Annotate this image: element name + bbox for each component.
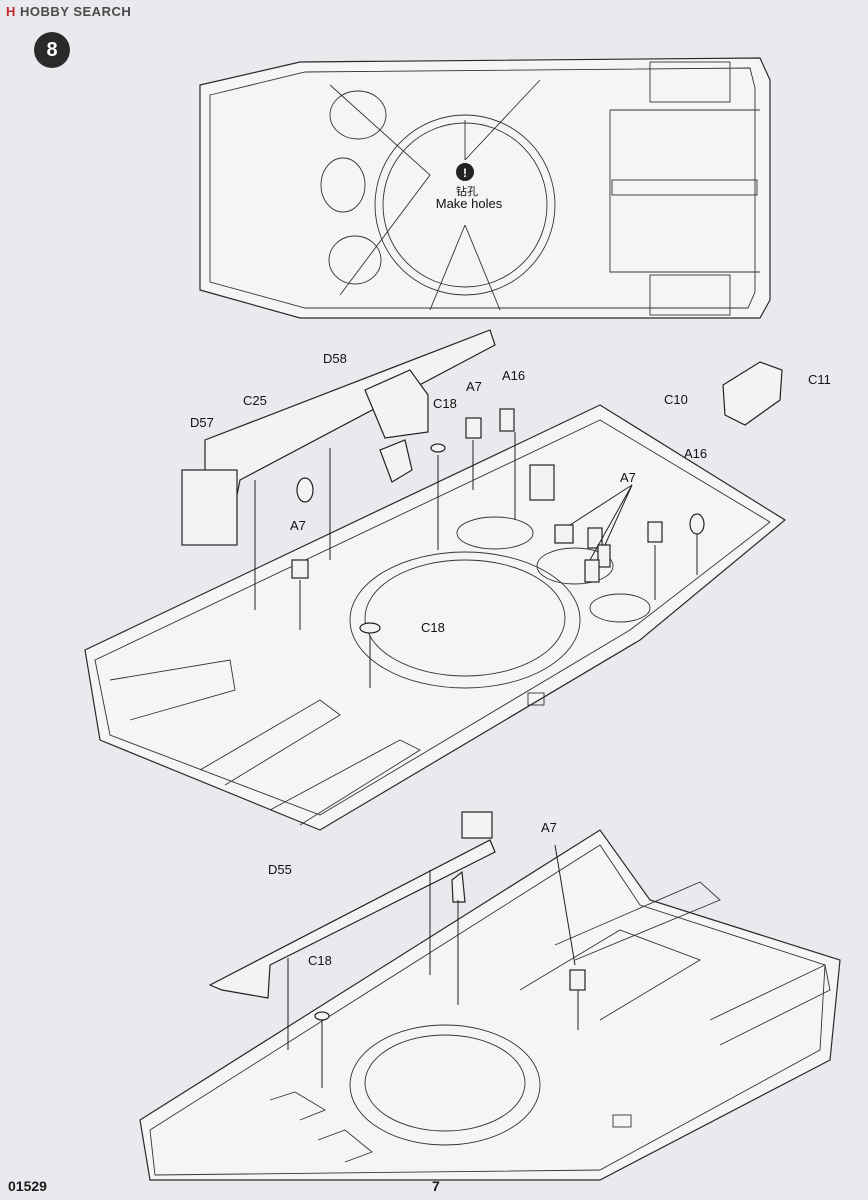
label-D55: D55: [268, 862, 292, 877]
leader-lines-bottom: [287, 844, 579, 1088]
leader-lines-middle: [254, 432, 698, 688]
label-C11: C11: [808, 372, 831, 387]
small-parts: [291, 361, 783, 634]
make-holes-symbol: !: [463, 166, 467, 180]
label-D58: D58: [323, 351, 347, 366]
side-panel-d55: [208, 811, 586, 1163]
make-holes-label-cn: 钻孔: [456, 184, 478, 198]
label-C25: C25: [243, 393, 267, 408]
hull-assembly-bottom: [139, 829, 841, 1181]
side-panel-d57-assembly: [181, 329, 496, 546]
label-D57: D57: [190, 415, 214, 430]
label-C18-top: C18: [433, 396, 457, 411]
page-number: 7: [432, 1178, 440, 1194]
label-C18-bottom: C18: [308, 953, 332, 968]
label-A7-bottom: A7: [541, 820, 557, 835]
hull-assembly-middle: [84, 404, 787, 831]
step-number-badge: 8: [34, 32, 70, 68]
label-A7-left: A7: [290, 518, 306, 533]
kit-number: 01529: [8, 1178, 47, 1194]
hobby-search-logo-icon: H: [6, 4, 16, 19]
label-C10: C10: [664, 392, 688, 407]
part-labels: D58 C25 D57 C18 A7 A16 C10 C11 A16 A7 A7…: [190, 351, 831, 968]
label-A16-right: A16: [684, 446, 707, 461]
hobby-search-watermark: H HOBBY SEARCH: [6, 4, 131, 19]
make-holes-label-en: Make holes: [436, 196, 503, 211]
label-A7-cluster: A7: [620, 470, 636, 485]
label-A7-top: A7: [466, 379, 482, 394]
make-holes-icon: [456, 163, 474, 181]
label-C18-middle: C18: [421, 620, 445, 635]
watermark-text: HOBBY SEARCH: [20, 4, 132, 19]
label-A16-top: A16: [502, 368, 525, 383]
hull-floor-plan: ! 钻孔 Make holes: [199, 57, 771, 319]
